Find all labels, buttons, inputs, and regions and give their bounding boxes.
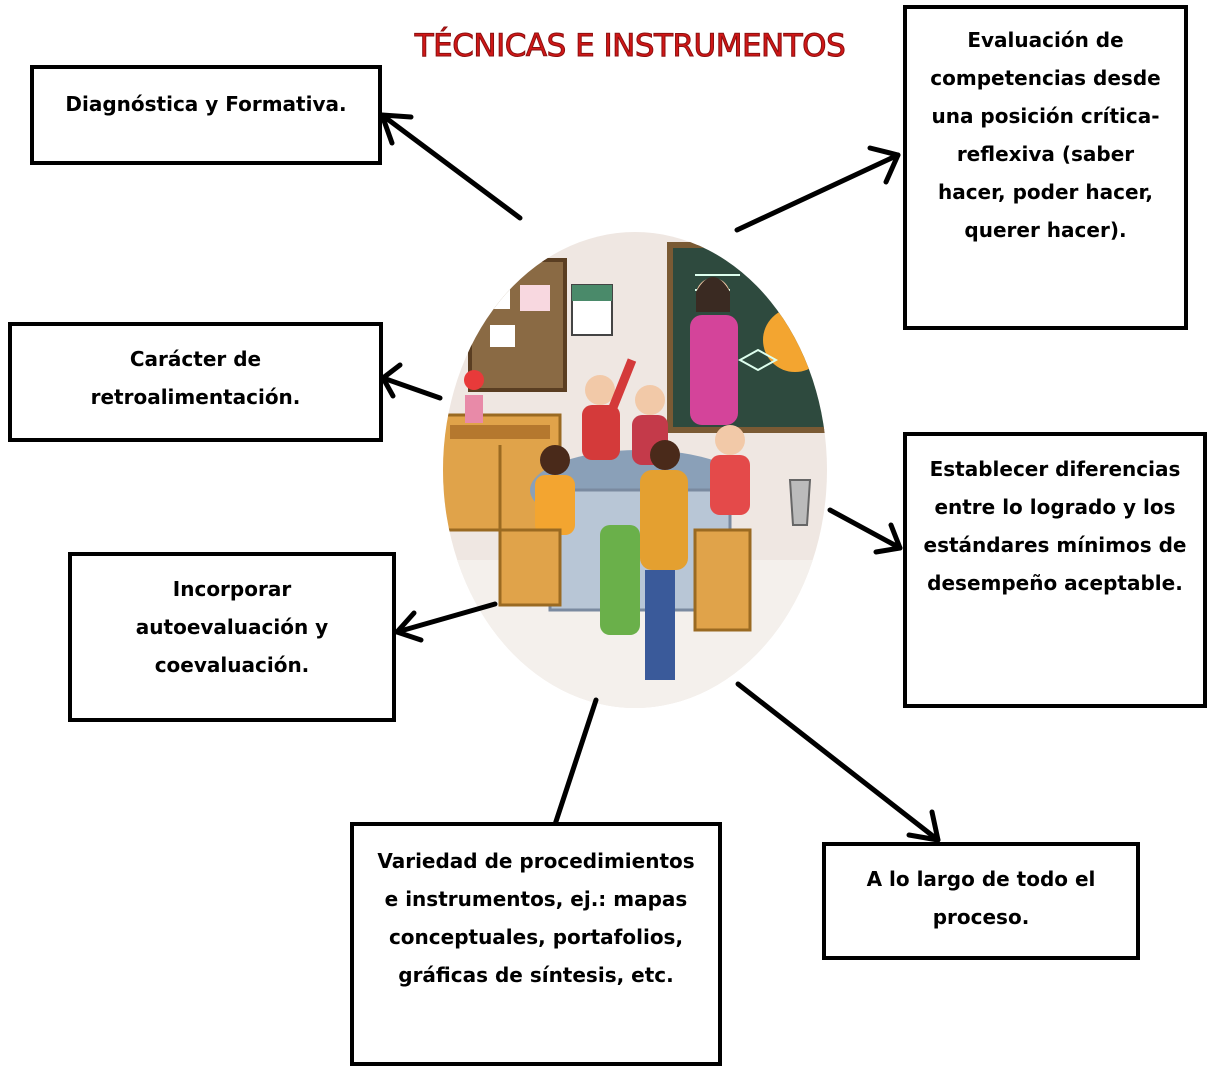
node-competencias: Evaluación de competencias desde una pos… <box>903 5 1188 330</box>
arrow-to-diferencias <box>827 507 903 555</box>
arrow-to-proceso <box>735 681 941 843</box>
node-variedad: Variedad de procedimientos e instrumento… <box>350 822 722 1066</box>
node-diagnostica-text: Diagnóstica y Formativa. <box>65 92 347 116</box>
diagram-title: TÉCNICAS E INSTRUMENTOS <box>414 28 846 65</box>
node-diagnostica: Diagnóstica y Formativa. <box>30 65 382 165</box>
node-retroalimentacion-text: Carácter de retroalimentación. <box>90 347 301 409</box>
classroom-illustration <box>443 232 827 708</box>
arrow-to-retroalimentacion <box>380 362 443 401</box>
node-diferencias: Establecer diferencias entre lo logrado … <box>903 432 1207 708</box>
arrow-to-diagnostica <box>379 112 523 221</box>
arrow-to-competencias <box>734 145 901 233</box>
arrow-to-autoevaluacion <box>394 601 498 643</box>
node-autoevaluacion-text: Incorporar autoevaluación y coevaluación… <box>135 577 329 677</box>
node-autoevaluacion: Incorporar autoevaluación y coevaluación… <box>68 552 396 722</box>
node-competencias-text: Evaluación de competencias desde una pos… <box>930 28 1161 242</box>
node-proceso-text: A lo largo de todo el proceso. <box>866 867 1096 929</box>
node-diferencias-text: Establecer diferencias entre lo logrado … <box>923 457 1187 595</box>
node-variedad-text: Variedad de procedimientos e instrumento… <box>377 849 695 987</box>
node-proceso: A lo largo de todo el proceso. <box>822 842 1140 960</box>
node-retroalimentacion: Carácter de retroalimentación. <box>8 322 383 442</box>
